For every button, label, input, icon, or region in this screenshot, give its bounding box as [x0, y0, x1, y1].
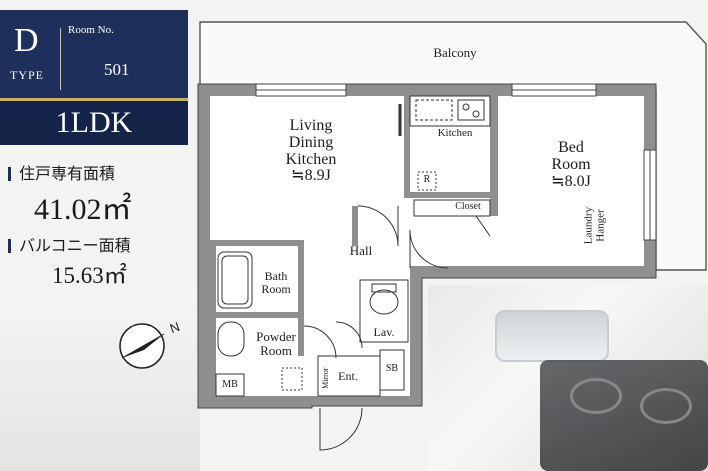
lav-label: Lav.: [373, 325, 395, 339]
private-area-block: 住戸専有面積 41.02㎡: [8, 160, 132, 228]
powder-label-line2: Room: [260, 342, 292, 358]
closet-label: Closet: [455, 201, 481, 212]
type-label: TYPE: [10, 68, 44, 82]
bedroom-label-line1: Bed: [558, 139, 584, 156]
ldk-label-line3: Kitchen: [285, 150, 337, 168]
panel-divider: [60, 28, 61, 90]
bathroom-label: Bath Room: [252, 270, 300, 295]
entrance-label: Ent.: [338, 369, 358, 383]
ldk-label-line2: Dining: [288, 133, 334, 151]
bath-label-line2: Room: [261, 281, 291, 296]
kitchen-label: Kitchen: [437, 127, 473, 139]
shoebox-label: SB: [385, 363, 399, 374]
compass: N: [118, 318, 190, 379]
balcony-area-label: バルコニー面積: [8, 232, 131, 256]
type-panel: D TYPE Room No. 501 1LDK: [0, 10, 188, 145]
private-area-value: 41.02㎡: [34, 193, 132, 226]
mb-label: MB: [222, 379, 238, 390]
hall-label: Hall: [349, 243, 373, 258]
powder-label-line1: Powder: [256, 329, 296, 344]
bedroom-label-line2: Room: [551, 155, 591, 173]
balcony-label: Balcony: [433, 45, 477, 60]
laundry-hanger-label: Laundry Hanger: [582, 191, 606, 261]
balcony-area-value: 15.63㎡: [52, 263, 127, 288]
bedroom-label: Bed Room ≒8.0J: [528, 139, 614, 190]
ldk-size: ≒8.9J: [291, 167, 331, 185]
mirror-label: Mirror: [320, 367, 330, 389]
balcony-area-block: バルコニー面積 15.63㎡: [8, 232, 131, 290]
laundry-label-line1: Laundry: [582, 206, 595, 245]
compass-icon: [119, 323, 165, 369]
gold-divider: [0, 98, 188, 101]
powder-room-label: Powder Room: [248, 330, 304, 357]
type-letter: D: [14, 22, 39, 59]
background-stove: [540, 360, 708, 471]
layout-type: 1LDK: [0, 101, 188, 145]
bath-label-line1: Bath: [264, 269, 288, 283]
bedroom-size: ≒8.0J: [551, 172, 591, 190]
room-number: 501: [104, 60, 130, 79]
laundry-label-line2: Hanger: [594, 209, 606, 242]
room-no-label: Room No.: [68, 24, 114, 36]
ldk-label: Living Dining Kitchen ≒8.9J: [256, 117, 366, 185]
refrigerator-label: R: [423, 174, 431, 185]
private-area-label: 住戸専有面積: [8, 160, 132, 184]
background-photo-left: [0, 290, 200, 471]
ldk-label-line1: Living: [289, 117, 333, 134]
